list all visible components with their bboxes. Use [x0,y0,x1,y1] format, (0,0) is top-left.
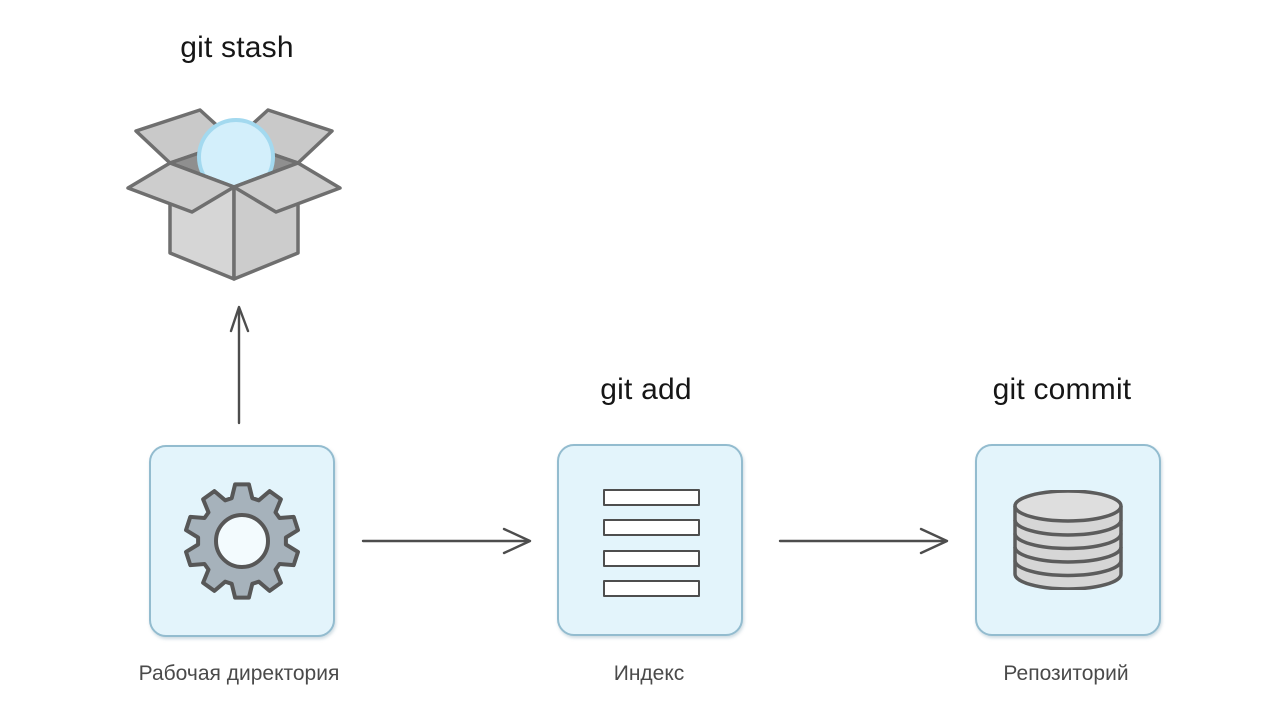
git-commit-command-label: git commit [992,373,1132,406]
node-repository [975,444,1161,636]
node-label-working-directory: Рабочая директория [138,662,340,685]
node-label-repository: Репозиторий [1003,662,1129,685]
stash-arrow [229,305,250,425]
file-bar [603,550,700,567]
gear-icon [184,482,300,600]
git-stash-command-label: git stash [180,31,294,64]
node-index [557,444,743,636]
node-label-index: Индекс [613,662,685,685]
gear-hole [214,513,270,569]
commit-arrow [778,527,949,555]
database-icon [1013,490,1123,590]
box-side-right-flap [232,161,342,214]
box-side-left-flap [126,161,236,214]
file-list-icon [559,446,741,634]
add-arrow [361,527,532,555]
open-box-icon [126,108,342,281]
file-bar [603,580,700,597]
file-bar [603,489,700,506]
git-add-command-label: git add [600,373,692,406]
node-working-directory [149,445,335,637]
file-bar [603,519,700,536]
